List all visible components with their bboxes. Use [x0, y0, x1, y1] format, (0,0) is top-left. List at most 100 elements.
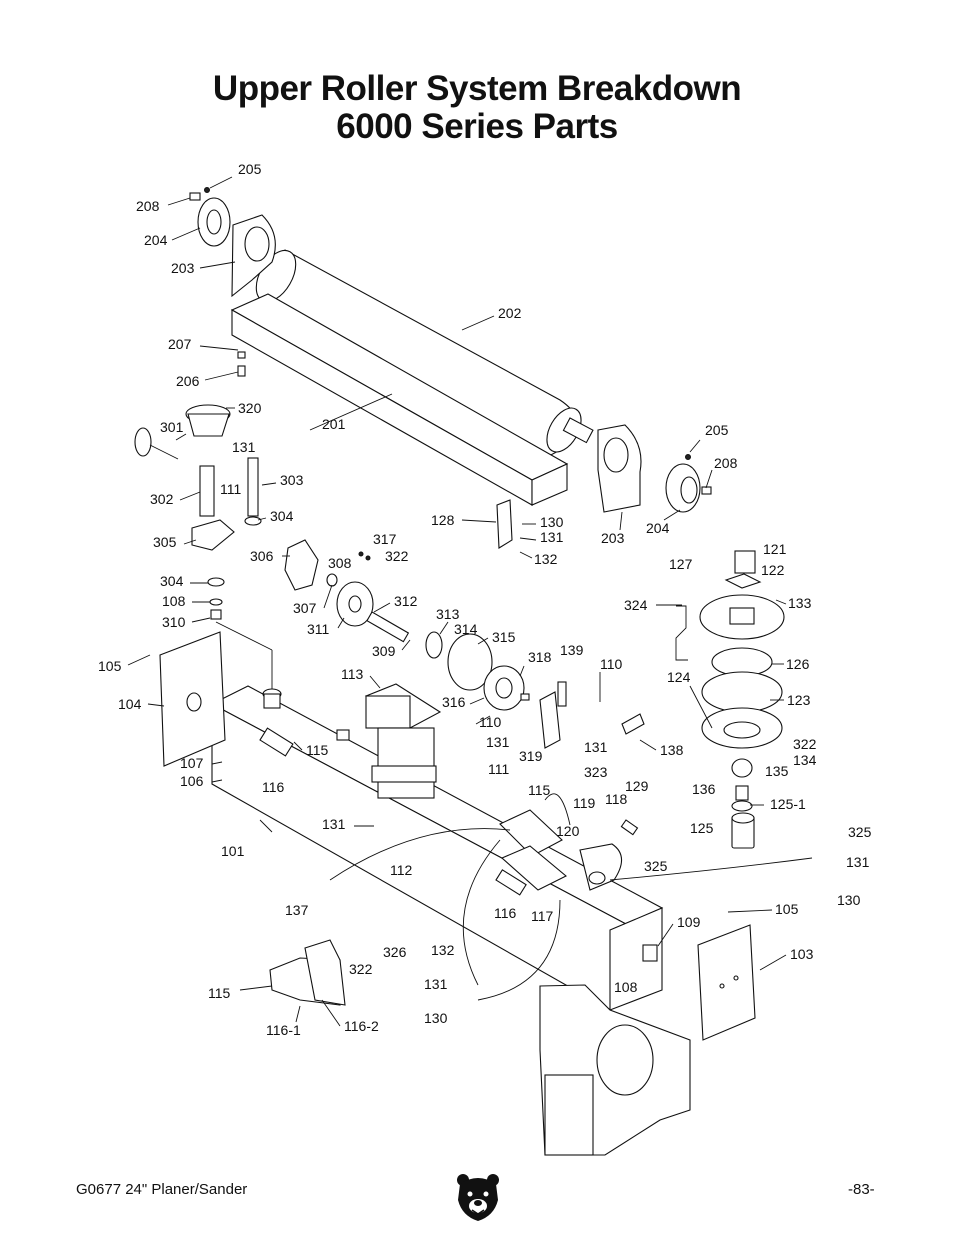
part-label-110: 110 [600, 656, 623, 672]
part-label-325: 325 [644, 858, 668, 874]
part-label-131: 131 [424, 976, 448, 992]
part-label-113: 113 [341, 666, 364, 682]
drive-shaft-components [284, 539, 530, 711]
part-label-307: 307 [293, 600, 317, 616]
part-label-326: 326 [383, 944, 407, 960]
part-label-116-1: 116-1 [266, 1022, 301, 1038]
part-label-306: 306 [250, 548, 274, 564]
roller-assembly [189, 187, 712, 513]
part-label-115: 115 [306, 742, 329, 758]
part-label-314: 314 [454, 621, 478, 637]
part-label-325: 325 [848, 824, 872, 840]
part-label-207: 207 [168, 336, 192, 352]
part-label-110: 110 [479, 714, 502, 730]
part-label-108: 108 [614, 979, 638, 995]
page-title: Upper Roller System Breakdown [212, 69, 742, 108]
part-label-101: 101 [221, 843, 245, 859]
part-label-111: 111 [220, 481, 241, 497]
part-label-323: 323 [584, 764, 608, 780]
part-label-131: 131 [322, 816, 346, 832]
part-label-111: 111 [488, 761, 509, 777]
part-label-301: 301 [160, 419, 184, 435]
part-labels: 2052082042032022072063202013011313031113… [98, 161, 872, 1038]
part-label-132: 132 [534, 551, 558, 567]
footer-model: G0677 24" Planer/Sander [76, 1181, 248, 1198]
side-panels [159, 631, 756, 1041]
part-label-320: 320 [238, 400, 262, 416]
part-label-139: 139 [560, 642, 584, 658]
part-label-125: 125 [690, 820, 714, 836]
part-label-322: 322 [385, 548, 409, 564]
part-label-130: 130 [837, 892, 861, 908]
lower-components [259, 681, 813, 1006]
part-label-127: 127 [669, 556, 693, 572]
part-label-131: 131 [584, 739, 608, 755]
part-label-116-2: 116-2 [344, 1018, 379, 1034]
part-label-107: 107 [180, 755, 204, 771]
part-label-117: 117 [531, 908, 554, 924]
part-label-121: 121 [763, 541, 787, 557]
part-label-304: 304 [270, 508, 294, 524]
part-label-124: 124 [667, 669, 691, 685]
part-label-138: 138 [660, 742, 684, 758]
part-label-109: 109 [677, 914, 701, 930]
part-label-108: 108 [162, 593, 186, 609]
part-label-203: 203 [171, 260, 195, 276]
part-label-137: 137 [285, 902, 309, 918]
part-label-116: 116 [494, 905, 517, 921]
lift-mechanism [134, 404, 273, 690]
part-label-122: 122 [761, 562, 785, 578]
part-label-131: 131 [846, 854, 870, 870]
part-label-304: 304 [160, 573, 184, 589]
part-label-105: 105 [775, 901, 799, 917]
part-label-206: 206 [176, 373, 200, 389]
part-label-126: 126 [786, 656, 810, 672]
part-label-317: 317 [373, 531, 397, 547]
part-label-319: 319 [519, 748, 543, 764]
part-label-202: 202 [498, 305, 522, 321]
part-label-123: 123 [787, 692, 811, 708]
footer-page-number: -83- [848, 1181, 875, 1198]
part-label-316: 316 [442, 694, 466, 710]
part-label-208: 208 [136, 198, 160, 214]
part-label-136: 136 [692, 781, 716, 797]
part-label-324: 324 [624, 597, 648, 613]
part-label-204: 204 [144, 232, 168, 248]
part-label-303: 303 [280, 472, 304, 488]
part-label-309: 309 [372, 643, 396, 659]
part-label-205: 205 [238, 161, 262, 177]
part-label-104: 104 [118, 696, 142, 712]
part-label-120: 120 [556, 823, 580, 839]
part-label-135: 135 [765, 763, 789, 779]
part-label-115: 115 [208, 985, 231, 1001]
part-label-315: 315 [492, 629, 516, 645]
part-label-203: 203 [601, 530, 625, 546]
part-label-130: 130 [424, 1010, 448, 1026]
part-label-119: 119 [573, 795, 596, 811]
part-label-133: 133 [788, 595, 812, 611]
beam [230, 293, 569, 549]
part-label-106: 106 [180, 773, 204, 789]
part-label-118: 118 [605, 791, 628, 807]
part-label-310: 310 [162, 614, 186, 630]
part-label-204: 204 [646, 520, 670, 536]
part-label-128: 128 [431, 512, 455, 528]
part-label-205: 205 [705, 422, 729, 438]
part-label-208: 208 [714, 455, 738, 471]
part-label-131: 131 [232, 439, 256, 455]
part-label-131: 131 [540, 529, 564, 545]
part-label-103: 103 [790, 946, 814, 962]
part-label-322: 322 [349, 961, 373, 977]
part-label-322: 322 [793, 736, 817, 752]
part-label-116: 116 [262, 779, 285, 795]
part-label-313: 313 [436, 606, 460, 622]
part-label-312: 312 [394, 593, 418, 609]
part-label-132: 132 [431, 942, 455, 958]
part-label-125-1: 125-1 [770, 796, 806, 812]
part-label-134: 134 [793, 752, 817, 768]
part-label-105: 105 [98, 658, 122, 674]
part-label-129: 129 [625, 778, 649, 794]
part-label-305: 305 [153, 534, 177, 550]
plate-stack [675, 550, 785, 849]
